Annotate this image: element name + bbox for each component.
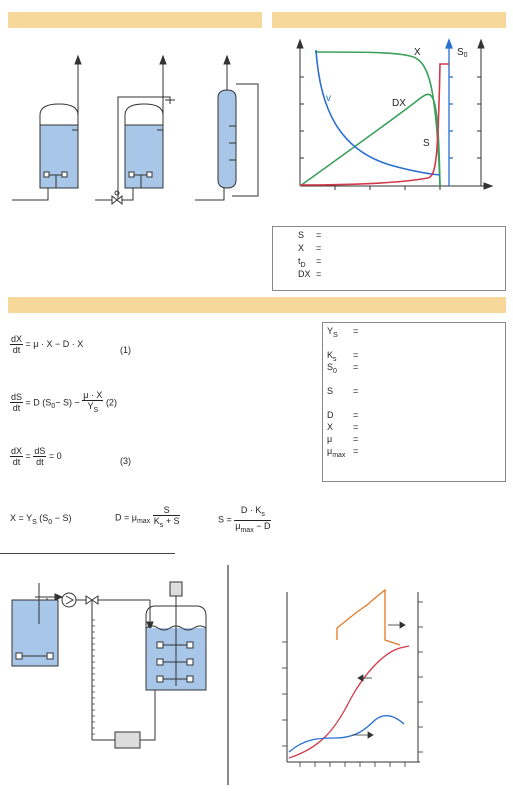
symbol-legend-equals: = [353,362,359,372]
symbol-legend-symbol: D [327,410,334,420]
chart-legend-equals: = [316,243,322,253]
fed-batch-reactor [95,54,175,206]
symbol-legend-row: X= [327,422,358,433]
biomass-curve [288,645,410,759]
chart-legend-equals: = [316,269,322,279]
symbol-legend-equals: = [353,410,359,420]
eq1-den: dt [12,345,21,355]
symbol-legend-row: S= [327,386,358,397]
symbol-legend-row: YS = [327,326,358,341]
eq1-rhs: = μ · X − D · X [25,338,84,349]
chart-legend-symbol: X [298,243,305,253]
chart-legend-equals: = [316,256,322,266]
dx-curve [299,93,441,187]
chart-header-band [272,12,506,28]
symbol-legend-equals: = [353,422,359,432]
symbol-legend-box [322,322,506,482]
symbol-legend-equals: = [353,386,359,396]
symbol-legend-symbol: S [327,362,334,372]
x-curve [314,51,441,187]
symbol-legend-symbol: Y [327,326,334,336]
v-curve [315,49,441,176]
chart-legend-symbol: t [298,256,301,266]
eq3-den2: dt [36,457,44,467]
eq2-den: dt [12,403,21,414]
equations-header-band [8,297,506,313]
label-dx: DX [392,98,406,109]
bottom-panel-top-rule [0,553,175,554]
chart-legend-row: X= [298,243,321,254]
label-x: X [414,47,421,58]
volume-curve [336,588,401,646]
chart-legend-equals: = [316,230,322,240]
chart-legend-row: tD = [298,256,321,271]
batch-reactor [12,54,82,201]
s-curve [299,63,449,186]
eq3-num: dX [10,446,24,457]
eq2-rhs2: − S) − [55,397,80,408]
bottom-panel-divider [227,565,229,785]
eq2-rhs: = D (S [25,397,52,408]
equation-3-tag: (3) [120,456,131,466]
symbol-legend-equals: = [353,434,359,444]
eq1-num: dX [10,334,24,345]
formula-x-steady: X = YS (S0 − S) [10,513,72,526]
symbol-legend-equals: = [353,446,359,456]
label-v: v [326,93,331,104]
chart-legend-symbol: DX [298,269,311,279]
eq2-tag: (2) [105,397,117,408]
continuous-culture-chart: X DX v S S0 [296,38,494,190]
label-s: S [423,138,430,149]
symbol-legend-row: S0 = [327,362,358,377]
chart-legend-row: DX = [298,269,321,280]
reactor-schematics [12,54,259,206]
chart-legend-box [272,226,506,291]
chart-legend-subscript: D [300,261,306,269]
symbol-legend-symbol: μ [327,446,333,456]
reactors-header-band [8,12,262,28]
symbol-legend-symbol: μ [327,434,333,444]
symbol-legend-symbol: S [327,386,334,396]
symbol-legend-row: D= [327,410,358,421]
symbol-legend-symbol: X [327,422,334,432]
symbol-legend-row: μmax = [327,446,358,461]
symbol-legend-row: Ks = [327,350,358,365]
eq3-den: dt [12,457,21,467]
chemostat-schematic [11,581,207,749]
eq3-rhs: = 0 [48,450,62,461]
eq2-den2: YS [87,401,99,414]
column-reactor [195,54,259,201]
symbol-legend-equals: = [353,350,359,360]
symbol-legend-symbol: K [327,350,334,360]
symbol-legend-subscript: S [333,331,338,339]
symbol-legend-subscript: max [332,451,346,459]
eq3-eqsign: = [25,450,31,461]
symbol-legend-subscript: 0 [333,367,337,375]
equation-1-tag: (1) [120,345,131,355]
eq2-num2: μ · X [82,390,104,401]
symbol-legend-equals: = [353,326,359,336]
s0-axis [445,38,453,186]
chart-legend-symbol: S [298,230,305,240]
symbol-legend-row: μ= [327,434,358,445]
fed-batch-growth-chart [282,588,423,767]
chart-legend-row: S= [298,230,321,241]
symbol-legend-subscript: s [333,355,337,363]
label-s0: S0 [457,47,468,59]
eq3-num2: dS [33,446,47,457]
substrate-curve [288,714,405,753]
eq2-num: dS [10,392,24,404]
